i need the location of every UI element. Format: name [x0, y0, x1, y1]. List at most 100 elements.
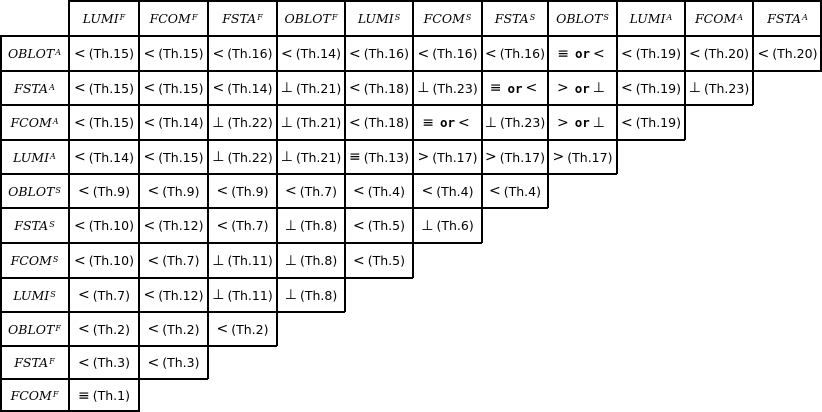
theorem-reference: (Th.19) — [635, 115, 681, 130]
table-cell: <(Th.2) — [69, 312, 139, 346]
theorem-reference: (Th.17) — [567, 149, 613, 165]
relation-symbol: < — [621, 45, 633, 62]
row-header-sup: F — [55, 323, 61, 333]
relation-symbol: < — [78, 183, 90, 199]
table-cell: ⊥(Th.8) — [277, 243, 345, 278]
table-cell: ⊥(Th.8) — [277, 208, 345, 243]
grid-line — [0, 311, 345, 313]
relation-symbol: < — [74, 252, 86, 269]
grid-line — [0, 378, 208, 380]
row-header-sup: S — [49, 220, 55, 229]
table-cell: <(Th.16) — [208, 36, 277, 71]
relation-symbol: < — [147, 252, 160, 269]
theorem-reference: (Th.4) — [367, 183, 405, 199]
table-cell: <(Th.19) — [617, 36, 685, 71]
table-cell: >(Th.17) — [548, 140, 617, 174]
table-cell: <(Th.7) — [208, 208, 277, 243]
column-header-name: LUMI — [629, 10, 666, 26]
column-header-name: LUMI — [82, 10, 119, 26]
table-cell: <(Th.15) — [139, 140, 208, 174]
relation-symbol: < — [489, 183, 501, 199]
theorem-reference: (Th.15) — [158, 149, 204, 165]
row-header-name: FSTA — [14, 355, 49, 370]
grid-line — [820, 0, 822, 71]
table-cell: <(Th.16) — [345, 36, 413, 71]
row-header-name: LUMI — [13, 287, 50, 303]
grid-line — [0, 36, 2, 412]
relation-symbol: < — [74, 149, 86, 165]
grid-line — [0, 139, 685, 141]
relation-symbol: < — [143, 287, 156, 303]
theorem-reference: (Th.1) — [92, 388, 130, 403]
grid-line — [0, 70, 822, 72]
relation-symbol: < — [485, 45, 497, 62]
table-cell: <(Th.15) — [139, 36, 208, 71]
table-cell: <(Th.16) — [482, 36, 548, 71]
relation-symbol: < — [689, 45, 701, 62]
table-cell: <(Th.14) — [277, 36, 345, 71]
grid-line — [752, 0, 754, 105]
row-header-name: OBLOT — [8, 321, 55, 337]
theorem-reference: (Th.8) — [299, 287, 338, 303]
row-header-sup: F — [49, 357, 55, 366]
relation-symbol: ⊥ — [284, 217, 297, 234]
theorem-reference: (Th.16) — [363, 46, 409, 61]
relation-symbol: < — [621, 114, 633, 131]
table-cell: <(Th.16) — [413, 36, 482, 71]
table-cell: ⊥(Th.8) — [277, 278, 345, 312]
relation-symbol: < — [353, 217, 365, 234]
relation-symbol: < — [143, 114, 156, 131]
theorem-reference: (Th.10) — [88, 218, 134, 233]
relation-symbol: < — [281, 45, 293, 62]
or-keyword: or — [574, 115, 590, 130]
relation-symbol: < — [349, 114, 361, 131]
theorem-reference: (Th.7) — [231, 218, 269, 233]
theorem-reference: (Th.4) — [436, 183, 474, 199]
relation-symbol: < — [421, 183, 434, 199]
column-header-sup: F — [119, 12, 126, 22]
relation-symbol: ⊥ — [212, 149, 225, 165]
column-header-sup: F — [331, 12, 338, 22]
column-header-sup: A — [737, 12, 744, 22]
table-cell: <(Th.19) — [617, 105, 685, 140]
column-header-sup: F — [191, 12, 198, 22]
grid-line — [0, 242, 482, 244]
relation-symbol: ≡ — [78, 387, 90, 404]
column-header-name: FCOM — [149, 10, 191, 26]
column-header-name: FSTA — [767, 10, 802, 26]
theorem-reference: (Th.14) — [158, 115, 204, 130]
table-cell: <(Th.7) — [69, 278, 139, 312]
column-header-name: LUMI — [357, 10, 394, 26]
table-cell: <(Th.20) — [685, 36, 753, 71]
table-cell: <(Th.14) — [208, 71, 277, 105]
column-header-name: OBLOT — [556, 10, 603, 26]
row-header-name: FCOM — [10, 115, 52, 130]
relation-symbol: < — [593, 45, 605, 62]
relation-symbol: < — [216, 321, 229, 337]
theorem-reference: (Th.15) — [158, 80, 204, 96]
theorem-reference: (Th.15) — [88, 46, 134, 61]
relation-symbol: ⊥ — [421, 217, 434, 234]
theorem-reference: (Th.2) — [162, 321, 200, 337]
table-cell: <(Th.4) — [413, 174, 482, 208]
theorem-reference: (Th.7) — [92, 287, 130, 303]
grid-line — [481, 0, 483, 243]
relation-symbol: ⊥ — [284, 287, 297, 303]
row-header-name: FCOM — [10, 253, 52, 268]
row-header-sup: S — [50, 289, 56, 299]
grid-line — [344, 0, 346, 312]
column-header-name: FSTA — [222, 10, 257, 26]
theorem-reference: (Th.5) — [367, 253, 405, 268]
table-cell: <(Th.7) — [277, 174, 345, 208]
relation-symbol: < — [143, 149, 156, 165]
table-cell: <(Th.20) — [753, 36, 822, 71]
column-header-name: FCOM — [423, 10, 465, 26]
table-cell: <(Th.15) — [69, 71, 139, 105]
theorem-reference: (Th.3) — [92, 355, 130, 370]
